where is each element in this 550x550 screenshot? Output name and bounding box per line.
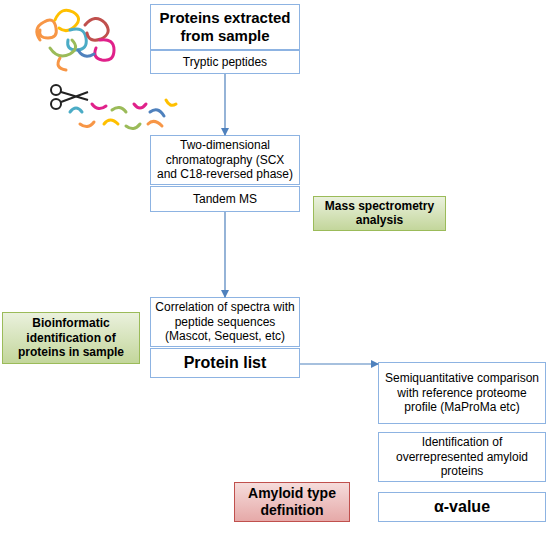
node-text: Tryptic peptides xyxy=(183,55,267,69)
result-box: Protein list xyxy=(150,348,300,378)
process-box: Proteins extracted from sample xyxy=(150,4,300,50)
node-text: Tandem MS xyxy=(193,192,257,206)
flow-arrow xyxy=(224,74,225,135)
process-box: Correlation of spectra with peptide sequ… xyxy=(150,297,300,347)
process-box: Identification of overrepresented amyloi… xyxy=(378,432,546,482)
stage-label-box: Mass spectrometry analysis xyxy=(313,196,446,231)
process-box: Tryptic peptides xyxy=(150,50,300,74)
flow-arrow xyxy=(224,212,225,297)
node-text: α-value xyxy=(434,497,490,516)
node-text: Amyloid type definition xyxy=(239,485,345,519)
result-box: α-value xyxy=(378,492,546,522)
stage-label-box: Amyloid type definition xyxy=(234,482,350,522)
node-text: Mass spectrometry analysis xyxy=(318,199,441,228)
stage-label-box: Bioinformatic identification of proteins… xyxy=(2,312,140,364)
process-box: Semiquantitative comparison with referen… xyxy=(378,362,546,424)
node-text: Semiquantitative comparison with referen… xyxy=(383,371,541,414)
process-box: Two-dimensional chromatography (SCX and … xyxy=(150,135,300,185)
flow-arrow xyxy=(300,363,378,364)
node-text: Two-dimensional chromatography (SCX and … xyxy=(155,138,295,181)
process-box: Tandem MS xyxy=(150,186,300,212)
node-text: Identification of overrepresented amyloi… xyxy=(383,435,541,478)
node-text: Correlation of spectra with peptide sequ… xyxy=(155,300,295,343)
node-text: Proteins extracted from sample xyxy=(155,9,295,45)
node-text: Protein list xyxy=(184,353,267,372)
node-text: Bioinformatic identification of proteins… xyxy=(7,316,135,359)
scissors-symbol xyxy=(51,85,88,109)
